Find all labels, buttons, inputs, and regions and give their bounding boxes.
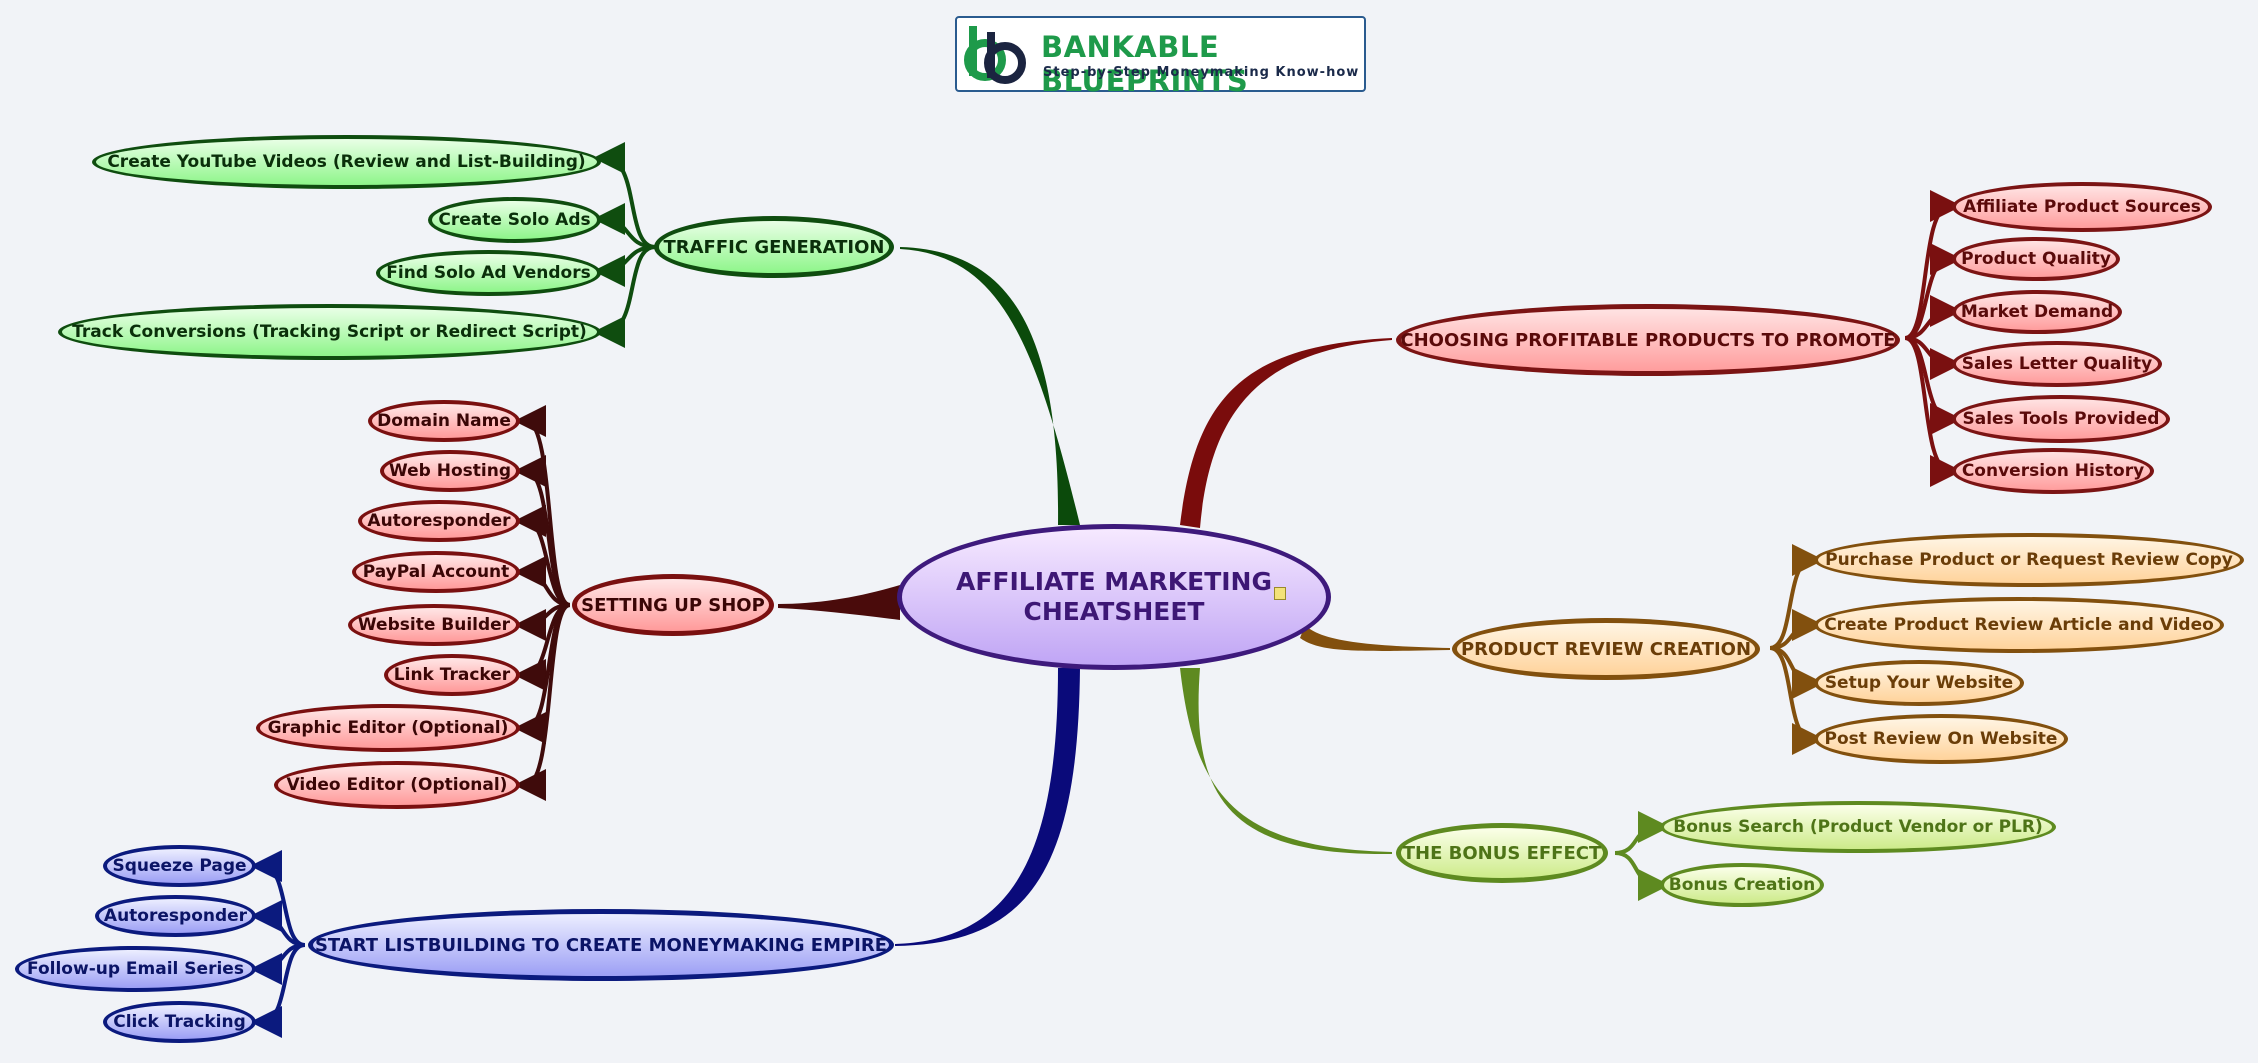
leaf-traffic-youtube[interactable]: Create YouTube Videos (Review and List-B… — [92, 135, 601, 189]
leaf-products-sales-letter[interactable]: Sales Letter Quality — [1952, 341, 2162, 387]
branch-label: TRAFFIC GENERATION — [663, 236, 885, 258]
leaf-products-sales-tools[interactable]: Sales Tools Provided — [1952, 395, 2170, 443]
leaf-shop-hosting[interactable]: Web Hosting — [380, 450, 520, 492]
leaf-label: Affiliate Product Sources — [1963, 197, 2201, 217]
central-title-line1: AFFILIATE MARKETING — [955, 567, 1272, 596]
leaf-label: PayPal Account — [362, 562, 510, 582]
central-title-line2: CHEATSHEET — [1023, 597, 1205, 626]
logo-tagline: Step-by-Step Moneymaking Know-how — [1043, 65, 1360, 80]
branch-connector-listbuilding — [895, 668, 1080, 946]
leaf-label: Bonus Search (Product Vendor or PLR) — [1673, 817, 2043, 837]
leaf-bonus-creation[interactable]: Bonus Creation — [1660, 863, 1824, 907]
leaf-shop-link-tracker[interactable]: Link Tracker — [384, 654, 520, 696]
leaf-label: Track Conversions (Tracking Script or Re… — [72, 322, 587, 342]
leaf-label: Find Solo Ad Vendors — [386, 263, 591, 283]
leaf-bonus-search[interactable]: Bonus Search (Product Vendor or PLR) — [1660, 801, 2056, 853]
leaf-products-conversion-history[interactable]: Conversion History — [1952, 448, 2154, 494]
leaf-review-create-article[interactable]: Create Product Review Article and Video — [1814, 597, 2224, 653]
leaf-shop-paypal[interactable]: PayPal Account — [352, 551, 520, 593]
branch-traffic-generation[interactable]: TRAFFIC GENERATION — [654, 216, 894, 278]
leaf-label: Click Tracking — [113, 1012, 246, 1032]
leaf-label: Autoresponder — [367, 511, 511, 531]
leaf-label: Graphic Editor (Optional) — [267, 718, 509, 738]
branch-connector-traffic — [900, 247, 1080, 525]
branch-connector-bonus — [1180, 668, 1392, 855]
branch-label: SETTING UP SHOP — [581, 594, 765, 616]
central-topic[interactable]: AFFILIATE MARKETING CHEATSHEET — [897, 524, 1331, 670]
leaf-label: Create Solo Ads — [438, 210, 591, 230]
leaf-label: Autoresponder — [103, 906, 248, 926]
leaf-list-email-series[interactable]: Follow-up Email Series — [15, 946, 256, 992]
branch-label: CHOOSING PROFITABLE PRODUCTS TO PROMOTE — [1400, 329, 1896, 351]
bb-monogram-icon — [964, 26, 1026, 84]
branch-product-review[interactable]: PRODUCT REVIEW CREATION — [1452, 618, 1760, 680]
branch-connector-shop — [778, 585, 900, 620]
leaf-label: Purchase Product or Request Review Copy — [1825, 550, 2233, 570]
leaf-label: Bonus Creation — [1668, 875, 1816, 895]
leaf-traffic-vendors[interactable]: Find Solo Ad Vendors — [376, 250, 601, 296]
branch-bonus-effect[interactable]: THE BONUS EFFECT — [1396, 823, 1608, 883]
leaf-traffic-conversions[interactable]: Track Conversions (Tracking Script or Re… — [58, 304, 601, 360]
note-icon[interactable] — [1274, 587, 1286, 600]
leaf-list-autoresponder[interactable]: Autoresponder — [95, 895, 256, 937]
leaf-shop-domain[interactable]: Domain Name — [368, 400, 520, 442]
leaf-label: Post Review On Website — [1824, 729, 2058, 749]
branch-label: THE BONUS EFFECT — [1402, 842, 1602, 864]
leaf-products-sources[interactable]: Affiliate Product Sources — [1952, 182, 2212, 232]
fan-bonus — [1614, 811, 1670, 901]
leaf-review-purchase[interactable]: Purchase Product or Request Review Copy — [1814, 533, 2244, 587]
leaf-review-setup-website[interactable]: Setup Your Website — [1814, 660, 2024, 706]
leaf-label: Conversion History — [1961, 461, 2145, 481]
leaf-list-click-tracking[interactable]: Click Tracking — [103, 1001, 256, 1043]
leaf-shop-autoresponder[interactable]: Autoresponder — [358, 500, 520, 542]
leaf-label: Link Tracker — [393, 665, 511, 685]
leaf-label: Website Builder — [357, 615, 511, 635]
leaf-label: Setup Your Website — [1824, 673, 2014, 693]
fan-traffic — [593, 142, 656, 348]
branch-setting-up-shop[interactable]: SETTING UP SHOP — [572, 574, 774, 636]
branch-connector-products — [1180, 338, 1392, 528]
logo-brand: BANKABLE BLUEPRINTS — [1041, 30, 1249, 98]
leaf-label: Squeeze Page — [112, 856, 247, 876]
leaf-shop-website-builder[interactable]: Website Builder — [348, 604, 520, 646]
fan-products — [1904, 190, 1962, 487]
leaf-shop-graphic-editor[interactable]: Graphic Editor (Optional) — [256, 704, 520, 752]
leaf-label: Product Quality — [1961, 249, 2111, 269]
leaf-label: Domain Name — [377, 411, 511, 431]
leaf-products-demand[interactable]: Market Demand — [1952, 290, 2122, 334]
fan-listbuilding — [250, 850, 306, 1038]
branch-listbuilding[interactable]: START LISTBUILDING TO CREATE MONEYMAKING… — [308, 909, 894, 981]
leaf-traffic-solo-ads[interactable]: Create Solo Ads — [428, 197, 601, 243]
fan-review — [1769, 544, 1824, 755]
leaf-label: Sales Tools Provided — [1962, 409, 2160, 429]
branch-label: START LISTBUILDING TO CREATE MONEYMAKING… — [314, 934, 888, 956]
leaf-list-squeeze-page[interactable]: Squeeze Page — [103, 845, 256, 887]
branch-label: PRODUCT REVIEW CREATION — [1460, 638, 1752, 660]
branch-connector-review — [1300, 625, 1450, 651]
fan-shop — [514, 405, 571, 801]
leaf-label: Create YouTube Videos (Review and List-B… — [107, 152, 586, 172]
leaf-label: Create Product Review Article and Video — [1824, 615, 2214, 635]
leaf-products-quality[interactable]: Product Quality — [1952, 237, 2120, 281]
leaf-label: Follow-up Email Series — [27, 959, 244, 979]
leaf-label: Web Hosting — [388, 461, 511, 481]
leaf-label: Sales Letter Quality — [1961, 354, 2153, 374]
logo: BANKABLE BLUEPRINTS Step-by-Step Moneyma… — [955, 16, 1366, 98]
leaf-shop-video-editor[interactable]: Video Editor (Optional) — [274, 761, 520, 809]
leaf-review-post-review[interactable]: Post Review On Website — [1814, 714, 2068, 764]
branch-choosing-products[interactable]: CHOOSING PROFITABLE PRODUCTS TO PROMOTE — [1396, 304, 1900, 376]
leaf-label: Market Demand — [1960, 302, 2114, 322]
leaf-label: Video Editor (Optional) — [286, 775, 508, 795]
